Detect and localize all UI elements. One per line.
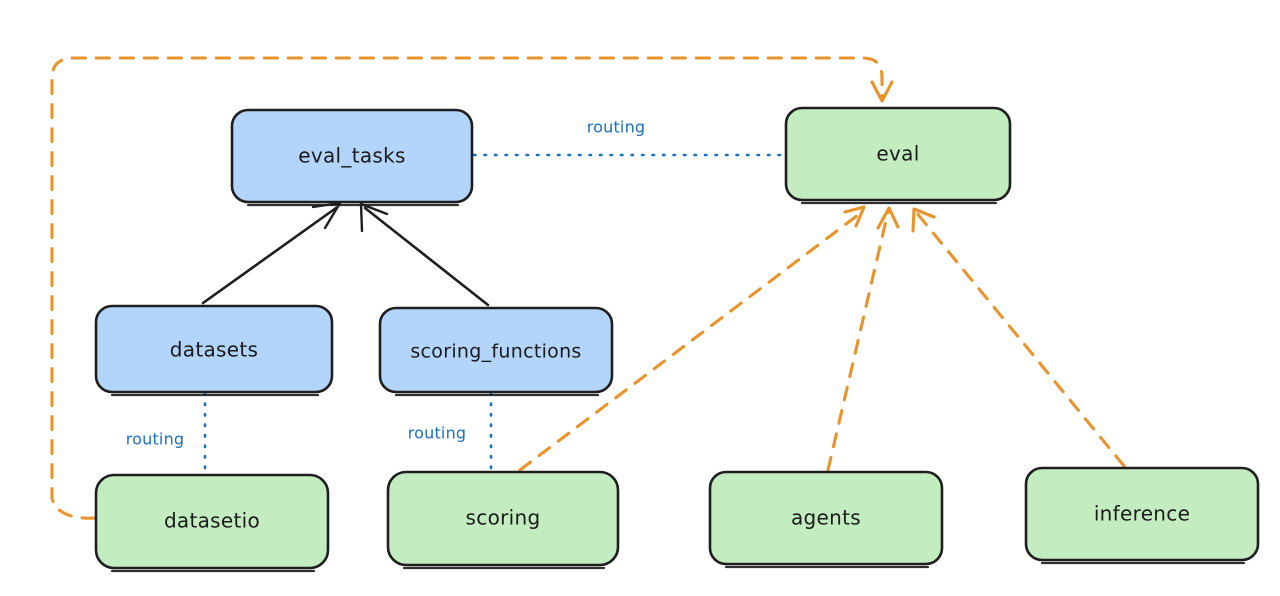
edge-label-routing-scoring_functions: routing	[408, 424, 467, 443]
edge-label-routing-datasets: routing	[126, 430, 185, 449]
node-inference[interactable]: inference	[1024, 466, 1260, 565]
edge-label-routing-eval_tasks: routing	[587, 118, 646, 137]
node-label-inference: inference	[1094, 502, 1190, 526]
node-datasetio[interactable]: datasetio	[94, 473, 330, 573]
node-eval_tasks[interactable]: eval_tasks	[230, 108, 474, 207]
node-eval[interactable]: eval	[784, 106, 1012, 205]
node-label-eval_tasks: eval_tasks	[298, 144, 405, 168]
edge-inference-eval	[911, 207, 1126, 468]
edge-datasetio-eval	[50, 56, 894, 520]
node-label-scoring_functions: scoring_functions	[410, 341, 581, 363]
node-label-scoring: scoring	[466, 506, 541, 530]
node-scoring_functions[interactable]: scoring_functions	[378, 306, 614, 397]
edge-agents-eval	[826, 206, 900, 472]
node-label-agents: agents	[791, 506, 861, 530]
node-scoring[interactable]: scoring	[386, 470, 620, 570]
node-label-datasets: datasets	[170, 338, 258, 362]
edge-scoring-eval	[518, 205, 866, 472]
node-label-datasetio: datasetio	[164, 509, 260, 533]
node-datasets[interactable]: datasets	[94, 304, 334, 397]
node-agents[interactable]: agents	[708, 470, 944, 569]
node-label-eval: eval	[876, 142, 919, 166]
